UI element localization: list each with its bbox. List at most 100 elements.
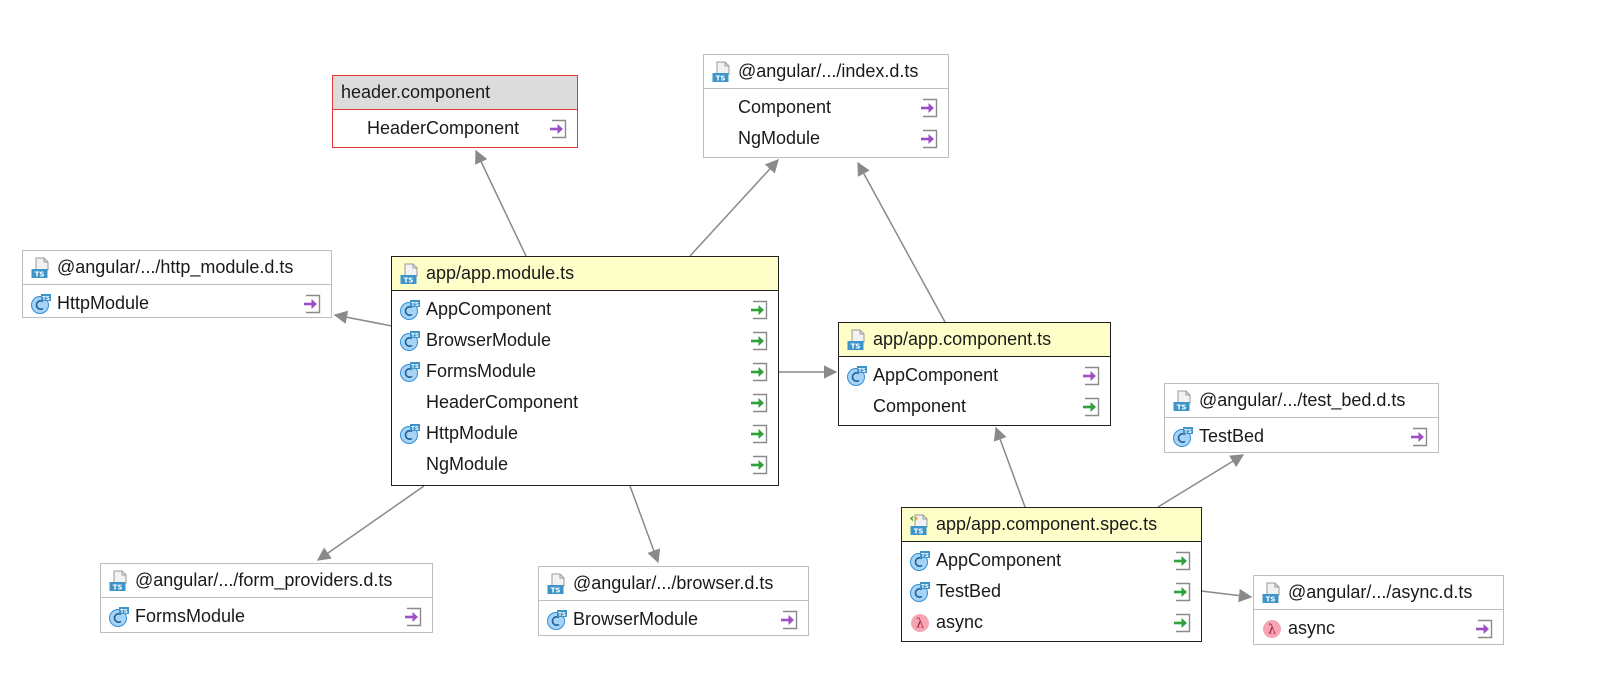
svg-text:TS: TS	[411, 332, 419, 338]
edge-app-module-to-index-dts	[689, 159, 779, 257]
export-arrow-icon[interactable]	[920, 129, 940, 149]
svg-text:λ: λ	[916, 616, 924, 631]
class-icon: TS	[400, 423, 420, 445]
export-arrow-icon[interactable]	[780, 610, 800, 630]
member-row[interactable]: Component	[704, 92, 948, 123]
svg-text:TS: TS	[914, 527, 924, 535]
typescript-file-icon: TS	[1173, 390, 1193, 412]
import-arrow-icon[interactable]	[750, 393, 770, 413]
typescript-file-icon: TS	[712, 61, 732, 83]
member-label: Component	[873, 396, 967, 416]
edge-spec-to-test-bed-dts	[1157, 454, 1245, 508]
svg-text:TS: TS	[404, 276, 414, 284]
class-icon: TS	[109, 606, 129, 628]
import-arrow-icon[interactable]	[1173, 551, 1193, 571]
member-label: HeaderComponent	[367, 118, 520, 138]
node-title: @angular/.../test_bed.d.ts	[1199, 390, 1406, 410]
member-row[interactable]: HeaderComponent	[392, 387, 778, 418]
class-icon: TS	[847, 365, 867, 387]
node-form-providers-dts[interactable]: TS @angular/.../form_providers.d.ts TS Fo…	[100, 563, 433, 633]
member-label: TestBed	[936, 581, 1002, 601]
member-label: FormsModule	[135, 606, 246, 626]
import-arrow-icon[interactable]	[750, 455, 770, 475]
member-row[interactable]: TS FormsModule	[101, 601, 432, 632]
member-row[interactable]: HeaderComponent	[333, 113, 577, 144]
import-arrow-icon[interactable]	[1173, 582, 1193, 602]
export-arrow-icon[interactable]	[1082, 366, 1102, 386]
svg-text:TS: TS	[42, 295, 50, 301]
svg-text:TS: TS	[921, 552, 929, 558]
member-label: AppComponent	[873, 365, 999, 385]
member-row[interactable]: TS TestBed	[902, 576, 1201, 607]
export-arrow-icon[interactable]	[1410, 427, 1430, 447]
function-lambda-icon: λ	[910, 612, 930, 634]
member-row[interactable]: TS BrowserModule	[392, 325, 778, 356]
member-label: BrowserModule	[426, 330, 552, 350]
export-arrow-icon[interactable]	[920, 98, 940, 118]
import-arrow-icon[interactable]	[1082, 397, 1102, 417]
member-label: NgModule	[426, 454, 509, 474]
member-row[interactable]: NgModule	[704, 123, 948, 154]
svg-text:λ: λ	[1268, 622, 1276, 637]
class-icon: TS	[547, 609, 567, 631]
class-icon: TS	[910, 550, 930, 572]
member-row[interactable]: TS AppComponent	[839, 360, 1110, 391]
node-header-component[interactable]: header.component HeaderComponent	[332, 75, 578, 148]
member-row[interactable]: Component	[839, 391, 1110, 422]
edge-spec-to-app-component	[993, 426, 1026, 508]
node-header: TS app/app.module.ts	[392, 257, 778, 291]
typescript-file-icon: TS	[400, 263, 420, 285]
import-arrow-icon[interactable]	[750, 331, 770, 351]
node-title: app/app.component.spec.ts	[936, 514, 1158, 534]
member-label: async	[936, 612, 984, 632]
export-arrow-icon[interactable]	[549, 119, 569, 139]
typescript-file-icon: TS	[847, 329, 867, 351]
member-row[interactable]: NgModule	[392, 449, 778, 480]
svg-text:TS: TS	[411, 301, 419, 307]
export-arrow-icon[interactable]	[404, 607, 424, 627]
node-header: TS @angular/.../form_providers.d.ts	[101, 564, 432, 598]
import-arrow-icon[interactable]	[750, 300, 770, 320]
import-arrow-icon[interactable]	[750, 424, 770, 444]
class-icon: TS	[1173, 426, 1193, 448]
export-arrow-icon[interactable]	[303, 294, 323, 314]
svg-text:TS: TS	[1266, 595, 1276, 603]
typescript-test-file-icon: TS	[910, 514, 930, 536]
member-label: HeaderComponent	[426, 392, 579, 412]
class-icon: TS	[400, 299, 420, 321]
class-icon: TS	[400, 330, 420, 352]
member-label: async	[1288, 618, 1336, 638]
import-arrow-icon[interactable]	[750, 362, 770, 382]
edge-spec-to-async-dts	[1200, 588, 1253, 603]
svg-text:TS: TS	[113, 583, 123, 591]
node-rows: TS FormsModule	[101, 598, 432, 635]
export-arrow-icon[interactable]	[1475, 619, 1495, 639]
node-title: @angular/.../async.d.ts	[1288, 582, 1473, 602]
svg-text:TS: TS	[921, 583, 929, 589]
node-title: @angular/.../index.d.ts	[738, 61, 919, 81]
import-arrow-icon[interactable]	[1173, 613, 1193, 633]
